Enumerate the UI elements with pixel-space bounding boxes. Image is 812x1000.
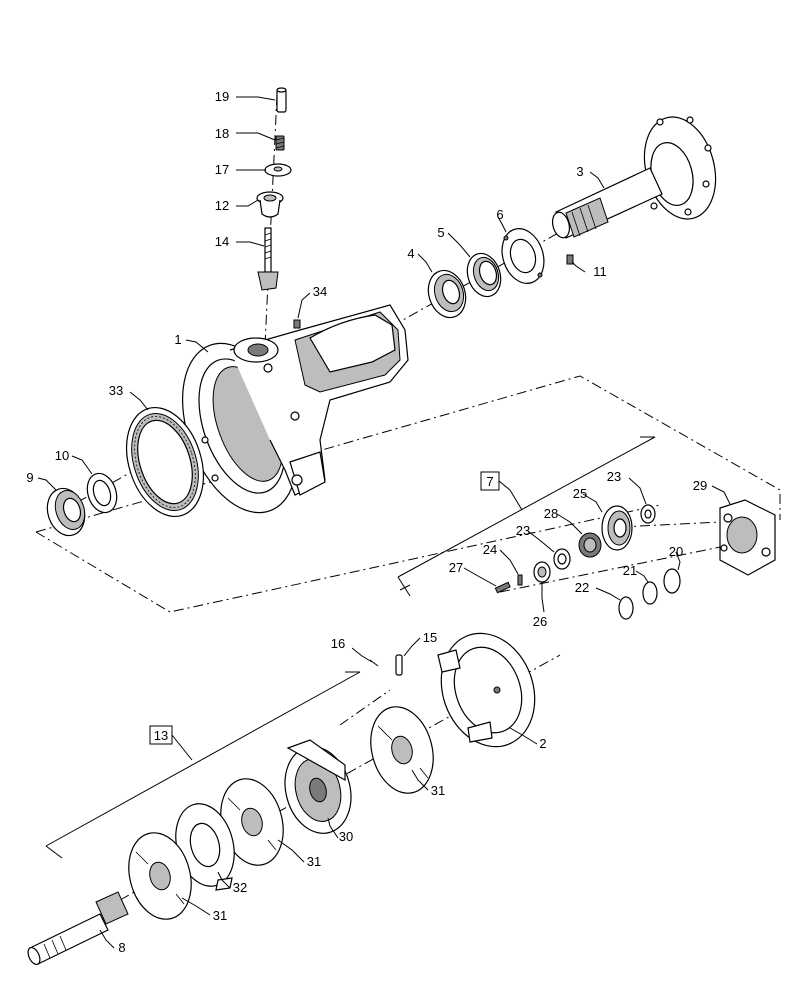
part-8-sun-shaft xyxy=(27,891,129,966)
part-18-spring xyxy=(275,135,285,151)
callout-4: 4 xyxy=(407,246,414,261)
part-20-snap-ring xyxy=(663,568,681,594)
callout-10: 10 xyxy=(55,448,69,463)
callout-5: 5 xyxy=(437,225,444,240)
callout-11: 11 xyxy=(593,264,607,279)
part-31-disc-c xyxy=(128,832,192,920)
part-23-washer-b xyxy=(640,504,656,524)
part-22-snap-ring xyxy=(618,596,634,620)
callout-31-c: 31 xyxy=(213,908,227,923)
callout-19: 19 xyxy=(215,89,229,104)
callout-16: 16 xyxy=(331,636,345,651)
callout-8: 8 xyxy=(118,940,125,955)
part-23-washer-a xyxy=(553,548,571,570)
part-17-washer xyxy=(264,163,292,177)
callout-1: 1 xyxy=(174,332,181,347)
callout-22: 22 xyxy=(575,580,589,595)
callout-23b: 23 xyxy=(516,523,530,538)
callout-24: 24 xyxy=(483,542,497,557)
part-24-pin xyxy=(517,574,523,586)
part-11-bolt xyxy=(566,254,574,265)
callout-31-a: 31 xyxy=(431,783,445,798)
callout-9: 9 xyxy=(26,470,33,485)
callout-13: 13 xyxy=(154,728,168,743)
callout-23a: 23 xyxy=(607,469,621,484)
part-21-snap-ring xyxy=(642,581,658,605)
callout-7: 7 xyxy=(486,474,493,489)
part-2-piston-housing xyxy=(437,632,536,748)
part-12-bushing xyxy=(256,191,284,218)
callout-26: 26 xyxy=(533,614,547,629)
part-25-planet-gear xyxy=(601,505,633,551)
callout-labels: 19 18 17 12 14 34 1 33 10 9 3 6 5 4 11 2… xyxy=(26,89,707,955)
callout-25: 25 xyxy=(573,486,587,501)
leader-lines xyxy=(37,96,731,949)
callout-3: 3 xyxy=(576,164,583,179)
part-6-plate xyxy=(501,228,545,284)
part-34-plug xyxy=(293,319,301,329)
part-31-disc-a xyxy=(370,706,434,794)
part-28-bearing xyxy=(578,532,602,558)
callout-18: 18 xyxy=(215,126,229,141)
callout-12: 12 xyxy=(215,198,229,213)
part-16-spring xyxy=(369,659,379,667)
part-31-disc-b xyxy=(220,778,284,866)
group-bracket-13: 13 xyxy=(45,671,361,859)
callout-17: 17 xyxy=(215,162,229,177)
part-15-pin xyxy=(395,654,403,676)
callout-27: 27 xyxy=(449,560,463,575)
part-27-screw xyxy=(494,581,511,594)
part-26-washer xyxy=(533,561,551,583)
part-14-bolt xyxy=(257,227,279,291)
callout-15: 15 xyxy=(423,630,437,645)
part-3-axle-shaft xyxy=(551,116,717,239)
part-9-bearing xyxy=(46,487,86,537)
part-4-bearing xyxy=(427,269,467,319)
callout-34: 34 xyxy=(313,284,327,299)
part-1-housing xyxy=(182,304,409,514)
part-29-carrier xyxy=(719,499,776,576)
callout-2: 2 xyxy=(539,736,546,751)
callout-20: 20 xyxy=(669,544,683,559)
callout-30: 30 xyxy=(339,829,353,844)
callout-14: 14 xyxy=(215,234,229,249)
callout-33: 33 xyxy=(109,383,123,398)
callout-32: 32 xyxy=(233,880,247,895)
part-33-ring-gear xyxy=(126,406,204,518)
callout-31-b: 31 xyxy=(307,854,321,869)
part-5-seal xyxy=(466,252,502,298)
callout-28: 28 xyxy=(544,506,558,521)
part-10-seal xyxy=(86,472,118,514)
callout-6: 6 xyxy=(496,207,503,222)
callout-29: 29 xyxy=(693,478,707,493)
part-19-pin xyxy=(276,87,287,113)
part-30-piston xyxy=(284,739,352,834)
callout-21: 21 xyxy=(623,563,637,578)
group-bracket-7: 7 xyxy=(397,436,656,597)
